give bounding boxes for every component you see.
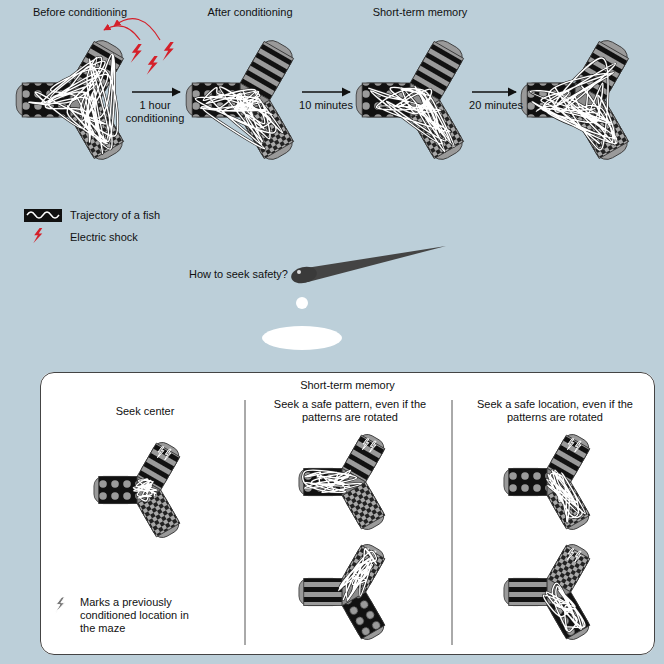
mark-icon	[55, 597, 65, 613]
fish-trajectory	[195, 87, 282, 149]
bolt-symbol	[567, 549, 573, 560]
legend-text: Electric shock	[70, 231, 138, 244]
y-maze	[186, 36, 296, 164]
y-maze	[299, 541, 387, 643]
bolt-symbol	[575, 441, 581, 452]
stage-title: Short-term memory	[350, 6, 490, 19]
bolt-symbol	[362, 439, 368, 450]
column-header: Seek a safe location, even if the patter…	[460, 398, 650, 424]
fish-trajectory	[303, 470, 362, 492]
fish-trajectory	[133, 479, 157, 501]
bolt-symbol	[163, 42, 174, 61]
fish-trajectory	[543, 583, 584, 632]
y-maze	[16, 36, 126, 164]
fish-trajectory	[29, 54, 118, 153]
y-maze	[299, 431, 387, 533]
y-maze	[94, 439, 182, 541]
step-arrow	[472, 91, 516, 92]
bolt-symbol	[165, 449, 171, 460]
legend-text: Trajectory of a fish	[70, 209, 160, 222]
fish-trajectory	[339, 548, 377, 601]
bolt-symbol	[33, 228, 42, 243]
fish-trajectory	[530, 58, 617, 150]
y-maze	[356, 36, 466, 164]
bolt-symbol	[147, 56, 158, 75]
column-header: Seek a safe pattern, even if the pattern…	[255, 398, 445, 424]
bolt-symbol	[55, 597, 65, 613]
column-divider	[452, 400, 453, 645]
column-divider	[245, 400, 246, 645]
fish-trajectory	[547, 470, 586, 522]
bolt-symbol	[567, 439, 573, 450]
y-maze	[504, 541, 592, 643]
step-label: 10 minutes	[298, 99, 354, 112]
y-maze	[521, 36, 631, 164]
fish-figure	[262, 246, 446, 350]
note-text: Marks a previously conditioned location …	[80, 596, 195, 635]
bolt-symbol	[575, 551, 581, 562]
panel-ground	[40, 372, 655, 655]
fish-trajectory	[368, 87, 454, 152]
bolt-symbol	[131, 44, 142, 63]
column-header: Seek center	[80, 405, 210, 418]
stage-title: After conditioning	[180, 6, 320, 19]
question-text: How to seek safety?	[170, 268, 288, 281]
step-label: 1 hour conditioning	[125, 99, 185, 125]
stage-title: Before conditioning	[10, 6, 150, 19]
step-arrow	[132, 91, 180, 92]
electric-shock	[104, 19, 174, 75]
legend-samples	[24, 209, 62, 243]
bolt-symbol	[370, 441, 376, 452]
bolt-symbol	[157, 447, 163, 458]
panel-title: Short-term memory	[41, 379, 654, 392]
y-maze	[504, 431, 592, 533]
step-label: 20 minutes	[468, 99, 524, 112]
step-arrow	[302, 91, 350, 92]
